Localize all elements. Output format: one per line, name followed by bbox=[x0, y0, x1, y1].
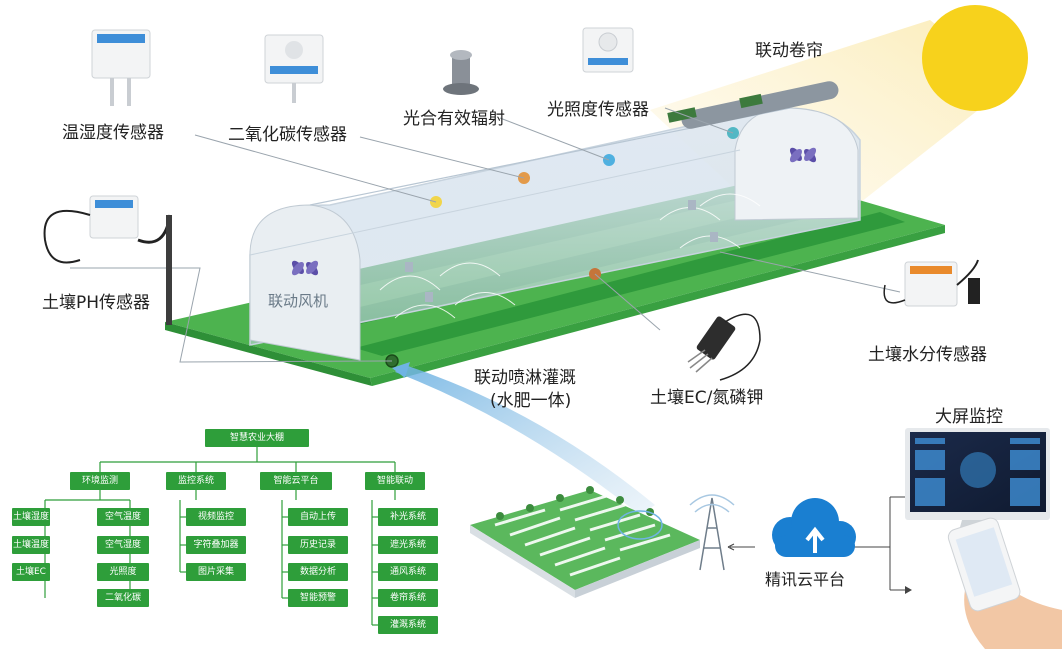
tree-leaf: 自动上传 bbox=[288, 508, 348, 526]
tree-leaf: 通风系统 bbox=[378, 563, 438, 581]
tree-group: 监控系统 bbox=[166, 472, 226, 490]
soil-ec-sensor-icon bbox=[687, 313, 761, 381]
signal-tower bbox=[689, 494, 735, 571]
tree-group: 环境监测 bbox=[70, 472, 130, 490]
label-sprinkler: 联动喷淋灌溉 bbox=[474, 368, 576, 388]
label-cloud: 精讯云平台 bbox=[765, 570, 846, 589]
tunnel-front-face bbox=[249, 204, 361, 361]
soil-ph-sensor-icon bbox=[43, 195, 172, 325]
tree-leaf: 历史记录 bbox=[288, 536, 348, 554]
tree-leaf: 视频监控 bbox=[186, 508, 246, 526]
label-roller: 联动卷帘 bbox=[755, 41, 823, 61]
tree-leaf: 二氧化碳 bbox=[97, 589, 149, 607]
crop-row bbox=[355, 212, 905, 356]
label-co2: 二氧化碳传感器 bbox=[228, 125, 347, 145]
label-sprinkler-sub: (水肥一体) bbox=[490, 391, 572, 411]
roller-shade bbox=[681, 81, 839, 129]
label-soil-ec: 土壤EC/氮磷钾 bbox=[650, 388, 764, 408]
ground-side bbox=[165, 322, 372, 386]
tunnel-back-face bbox=[734, 107, 859, 221]
signal-beam bbox=[395, 365, 655, 515]
label-temp-humidity: 温湿度传感器 bbox=[62, 123, 164, 143]
label-big-screen: 大屏监控 bbox=[935, 407, 1003, 427]
label-illuminance: 光照度传感器 bbox=[547, 100, 649, 120]
tree-leaf: 土壤温度 bbox=[12, 536, 50, 554]
tree-leaf: 字符叠加器 bbox=[186, 536, 246, 554]
label-fan: 联动风机 bbox=[268, 292, 329, 310]
tree-leaf: 智能预警 bbox=[288, 589, 348, 607]
tree-leaf: 数据分析 bbox=[288, 563, 348, 581]
sprinkler-arcs bbox=[379, 193, 761, 319]
tree-group: 智能联动 bbox=[365, 472, 425, 490]
co2-sensor-icon bbox=[264, 34, 324, 103]
par-sensor-icon bbox=[443, 50, 479, 95]
tree-leaf: 遮光系统 bbox=[378, 536, 438, 554]
sun bbox=[922, 5, 1028, 111]
monitor-icon bbox=[905, 428, 1050, 538]
cloud-icon bbox=[772, 498, 856, 557]
label-par: 光合有效辐射 bbox=[403, 109, 505, 129]
illuminance-sensor-icon bbox=[582, 27, 634, 73]
tree-leaf: 空气湿度 bbox=[97, 536, 149, 554]
fan-icon bbox=[789, 147, 817, 163]
tree-leaf: 补光系统 bbox=[378, 508, 438, 526]
tree-root: 智慧农业大棚 bbox=[205, 429, 309, 447]
tree-leaf: 土壤湿度 bbox=[12, 508, 50, 526]
tree-leaf: 图片采集 bbox=[186, 563, 246, 581]
label-soil-moisture: 土壤水分传感器 bbox=[868, 345, 987, 365]
tree-group: 智能云平台 bbox=[260, 472, 332, 490]
tree-leaf: 光照度 bbox=[97, 563, 149, 581]
tree-leaf: 卷帘系统 bbox=[378, 589, 438, 607]
label-soil-ph: 土壤PH传感器 bbox=[42, 293, 151, 313]
soil-moisture-sensor-icon bbox=[883, 259, 980, 307]
temp-humidity-sensor-icon bbox=[91, 29, 151, 106]
ground-front bbox=[370, 225, 945, 386]
fan-icon bbox=[291, 260, 319, 276]
tree-leaf: 灌溉系统 bbox=[378, 616, 438, 634]
phone-icon bbox=[947, 517, 1062, 649]
tree-leaf: 土壤EC bbox=[12, 563, 50, 581]
tree-leaf: 空气温度 bbox=[97, 508, 149, 526]
